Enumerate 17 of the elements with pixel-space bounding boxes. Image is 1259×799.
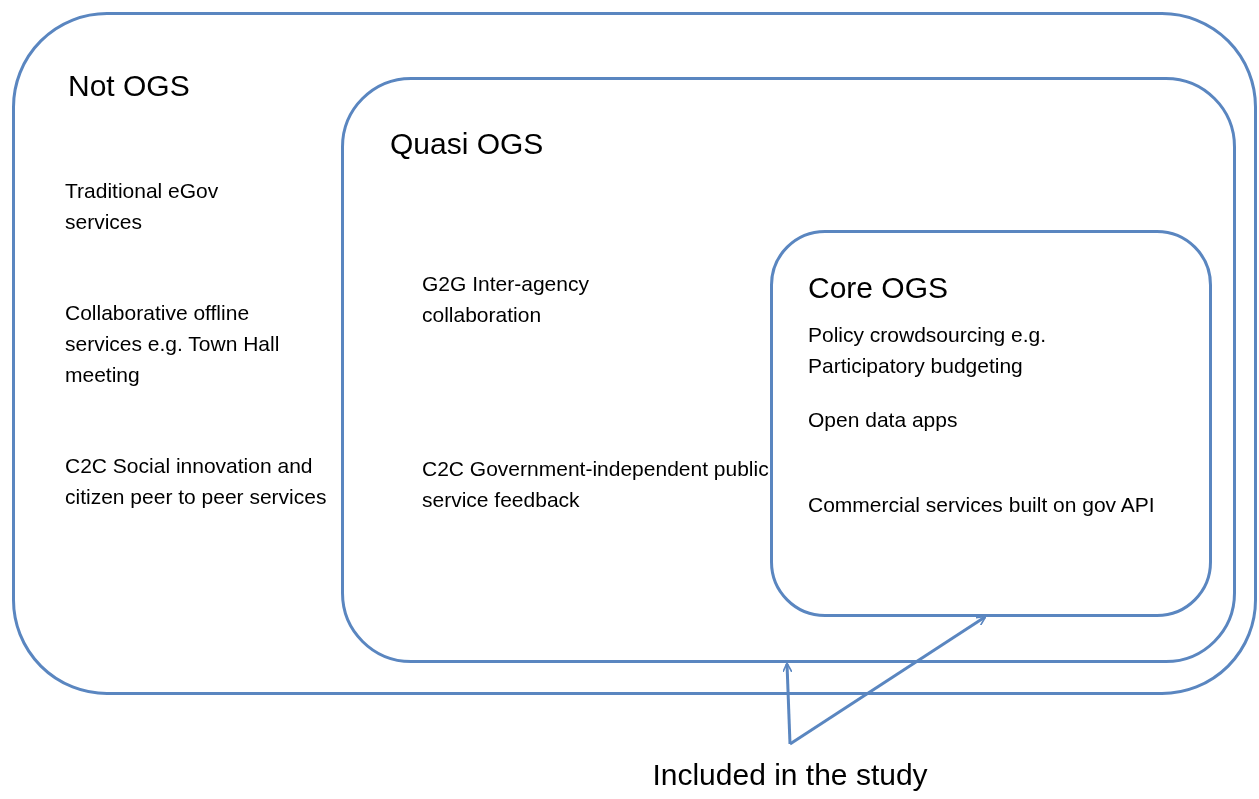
example-text: Commercial services built on gov API: [808, 492, 1156, 518]
example-text: C2C Government-independent public service feedback: [422, 456, 770, 513]
region-title: Quasi OGS: [390, 126, 545, 162]
example-text: Collaborative offline services e.g. Town Hall meeting: [65, 300, 281, 388]
arrow: [789, 615, 987, 746]
example-text: Open data apps: [808, 407, 959, 433]
arrow: [782, 662, 793, 745]
caption-text: Included in the study: [580, 756, 1000, 794]
example-text: C2C Social innovation and citizen peer to peer services: [65, 453, 328, 510]
rounded-region: [341, 77, 1236, 663]
example-text: G2G Inter-agency collaboration: [422, 271, 590, 328]
region-title: Core OGS: [808, 270, 950, 306]
example-text: Policy crowdsourcing e.g. Participatory budgeting: [808, 322, 1048, 379]
example-text: Traditional eGov services: [65, 178, 220, 235]
rounded-region: [770, 230, 1212, 617]
region-title: Not OGS: [68, 68, 191, 104]
rounded-region: [12, 12, 1257, 695]
